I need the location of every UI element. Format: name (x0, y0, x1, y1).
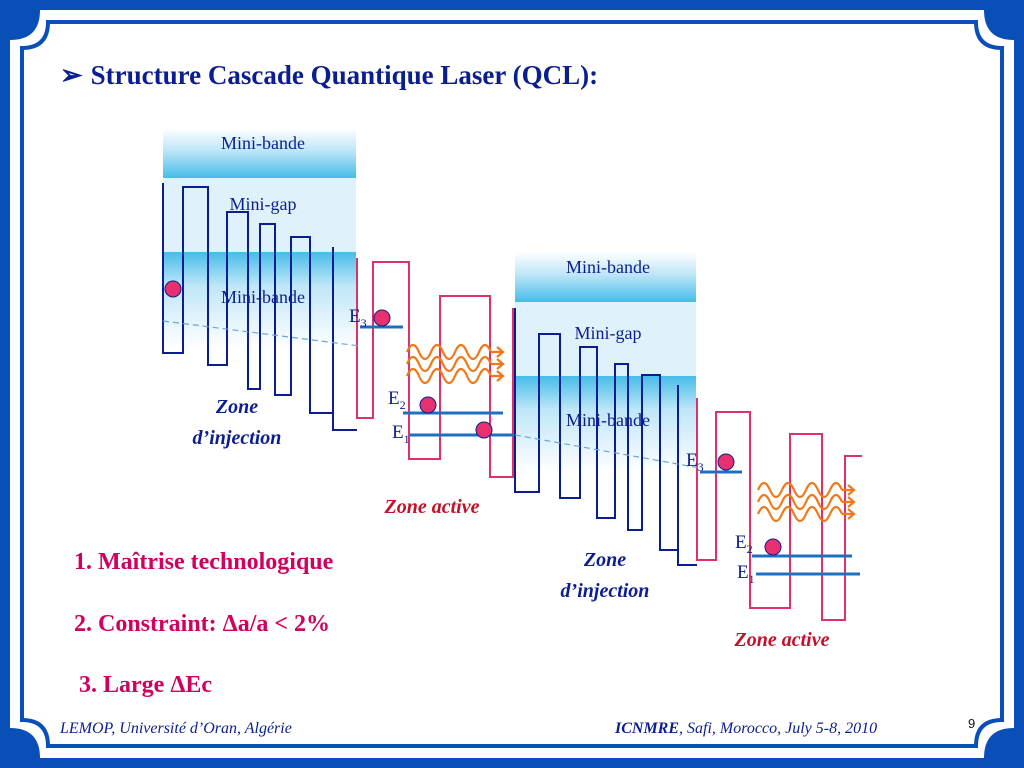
level-e2-1-label: E2 (388, 388, 406, 412)
band-edge-dashed-1 (162, 320, 361, 347)
title-text: Structure Cascade Quantique Laser (QCL): (90, 60, 599, 90)
injector-wells-1 (162, 183, 357, 431)
zone-injection-1-line2: d’injection (193, 427, 282, 449)
level-e1-2-label: E1 (737, 562, 755, 586)
minigap-2 (515, 302, 696, 376)
electron-e2-2 (764, 538, 782, 556)
electron-e2-1 (419, 396, 437, 414)
slide-title: ➢Structure Cascade Quantique Laser (QCL)… (60, 60, 598, 91)
photon-emission-1 (405, 343, 505, 385)
active-wells-1 (356, 258, 514, 478)
electron-e3-1 (373, 309, 391, 327)
zone-active-2: Zone active (734, 629, 830, 651)
list-item-1: 1. Maîtrise technologique (74, 549, 334, 575)
miniband-top-1-label: Mini-bande (221, 133, 305, 153)
photon-emission-2 (756, 481, 856, 523)
list-item-2: 2. Constraint: Δa/a < 2% (74, 611, 331, 637)
zone-active-1: Zone active (384, 496, 480, 518)
miniband-bottom-2-label: Mini-bande (566, 410, 650, 430)
miniband-block-2: Mini-bande Mini-gap Mini-bande (515, 252, 696, 472)
zone-injection-1-line1: Zone (215, 396, 258, 418)
electron-e1-1 (475, 421, 493, 439)
electron-injector-1 (164, 280, 182, 298)
list-item-3: 3. Large ΔEc (79, 672, 213, 698)
level-e3-1-label: E3 (349, 306, 367, 330)
footer-conference: ICNMRE (615, 720, 680, 737)
footer-left: LEMOP, Université d’Oran, Algérie (60, 720, 292, 737)
title-bullet-icon: ➢ (60, 60, 83, 90)
active-wells-2 (696, 398, 862, 621)
page-number: 9 (968, 716, 976, 731)
footer-right: ICNMRE, Safi, Morocco, July 5-8, 2010 (615, 720, 877, 738)
miniband-bottom-1-label: Mini-bande (221, 287, 305, 307)
zone-injection-2-line1: Zone (583, 549, 626, 571)
minigap-1-label: Mini-gap (230, 194, 297, 214)
injector-wells-2 (514, 308, 697, 566)
minigap-2-label: Mini-gap (575, 323, 642, 343)
miniband-top-2-label: Mini-bande (566, 257, 650, 277)
miniband-bottom-2 (515, 376, 696, 472)
level-e2-2-label: E2 (735, 532, 753, 556)
miniband-top-1 (163, 128, 356, 178)
level-e1-1-label: E1 (392, 422, 410, 446)
footer-location: , Safi, Morocco, July 5-8, 2010 (679, 720, 878, 737)
band-edge-dashed-2 (514, 434, 701, 469)
zone-injection-2-line2: d’injection (561, 580, 650, 602)
level-e3-2-label: E3 (686, 450, 704, 474)
miniband-top-2 (515, 252, 696, 302)
electron-e3-2 (717, 453, 735, 471)
